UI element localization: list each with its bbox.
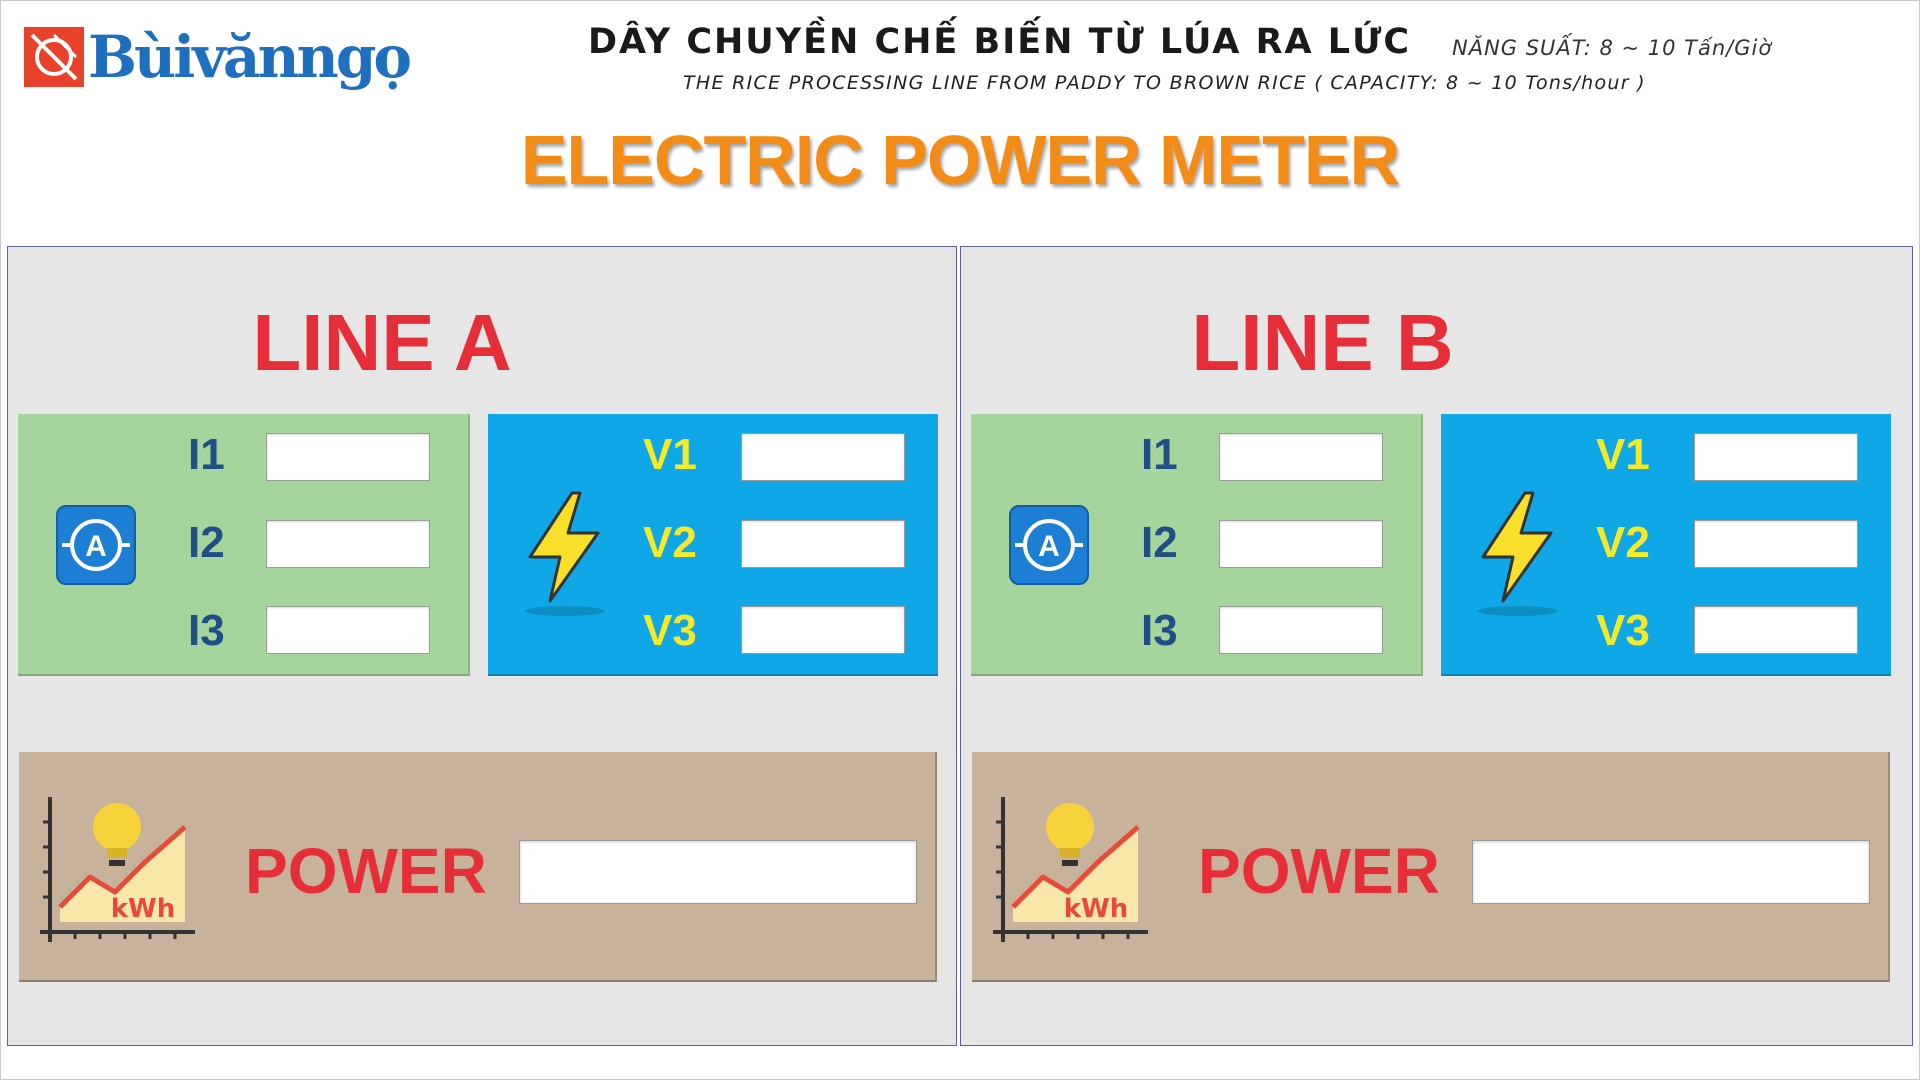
ammeter-icon: A	[56, 505, 136, 585]
ammeter-symbol: A	[85, 530, 107, 563]
line-b-power-field[interactable]	[1472, 840, 1870, 904]
line-a-i3-label: I3	[188, 606, 225, 655]
line-a-v1-label: V1	[643, 430, 697, 479]
line-b-v2-field[interactable]	[1694, 520, 1858, 568]
line-b-v3-field[interactable]	[1694, 606, 1858, 654]
line-b-i2-field[interactable]	[1219, 520, 1383, 568]
line-a-i2-label: I2	[188, 518, 225, 567]
line-b-v1-label: V1	[1596, 430, 1650, 479]
line-b-v1-field[interactable]	[1694, 433, 1858, 481]
page-title: ELECTRIC POWER METER	[520, 121, 1400, 199]
kwh-text: kWh	[111, 894, 175, 924]
line-a-i1-label: I1	[188, 430, 225, 479]
line-a-i3-field[interactable]	[266, 606, 430, 654]
company-logo: Bùivănngọ	[24, 20, 412, 94]
line-a-power-box: kWh POWER	[19, 752, 937, 982]
line-a-v3-field[interactable]	[741, 606, 905, 654]
line-b-current-box: A I1 I2 I3	[971, 414, 1423, 676]
line-a-current-box: A I1 I2 I3	[18, 414, 470, 676]
line-a-title: LINE A	[252, 298, 512, 387]
line-a-panel: LINE A A I1 I2 I3 V1 V2 V3	[7, 246, 957, 1046]
line-b-i3-field[interactable]	[1219, 606, 1383, 654]
kwh-text: kWh	[1064, 894, 1128, 924]
lightning-bolt-icon	[1473, 489, 1563, 619]
line-b-v2-label: V2	[1596, 518, 1650, 567]
header-title-vn: DÂY CHUYỀN CHẾ BIẾN TỪ LÚA RA LỨC	[588, 22, 1412, 62]
line-a-v3-label: V3	[643, 606, 697, 655]
line-b-i2-label: I2	[1141, 518, 1178, 567]
kwh-chart-icon: kWh	[35, 782, 205, 952]
line-a-v2-label: V2	[643, 518, 697, 567]
line-b-power-label: POWER	[1198, 835, 1440, 907]
header-capacity-vn: NĂNG SUẤT: 8 ~ 10 Tấn/Giờ	[1452, 36, 1773, 60]
line-a-v1-field[interactable]	[741, 433, 905, 481]
lightning-bolt-icon	[520, 489, 610, 619]
line-b-i3-label: I3	[1141, 606, 1178, 655]
line-b-v3-label: V3	[1596, 606, 1650, 655]
header-title-en: THE RICE PROCESSING LINE FROM PADDY TO B…	[683, 72, 1646, 94]
line-b-voltage-box: V1 V2 V3	[1441, 414, 1891, 676]
line-b-power-box: kWh POWER	[972, 752, 1890, 982]
line-b-panel: LINE B A I1 I2 I3 V1 V2 V3	[960, 246, 1913, 1046]
line-b-i1-field[interactable]	[1219, 433, 1383, 481]
kwh-chart-icon: kWh	[988, 782, 1158, 952]
line-a-power-label: POWER	[245, 835, 487, 907]
logo-text: Bùivănngọ	[88, 23, 412, 91]
line-a-voltage-box: V1 V2 V3	[488, 414, 938, 676]
line-a-v2-field[interactable]	[741, 520, 905, 568]
line-a-i2-field[interactable]	[266, 520, 430, 568]
line-b-title: LINE B	[1191, 298, 1454, 387]
line-a-i1-field[interactable]	[266, 433, 430, 481]
logo-mark-icon	[24, 27, 84, 87]
line-a-power-field[interactable]	[519, 840, 917, 904]
ammeter-icon: A	[1009, 505, 1089, 585]
ammeter-symbol: A	[1038, 530, 1060, 563]
line-b-i1-label: I1	[1141, 430, 1178, 479]
